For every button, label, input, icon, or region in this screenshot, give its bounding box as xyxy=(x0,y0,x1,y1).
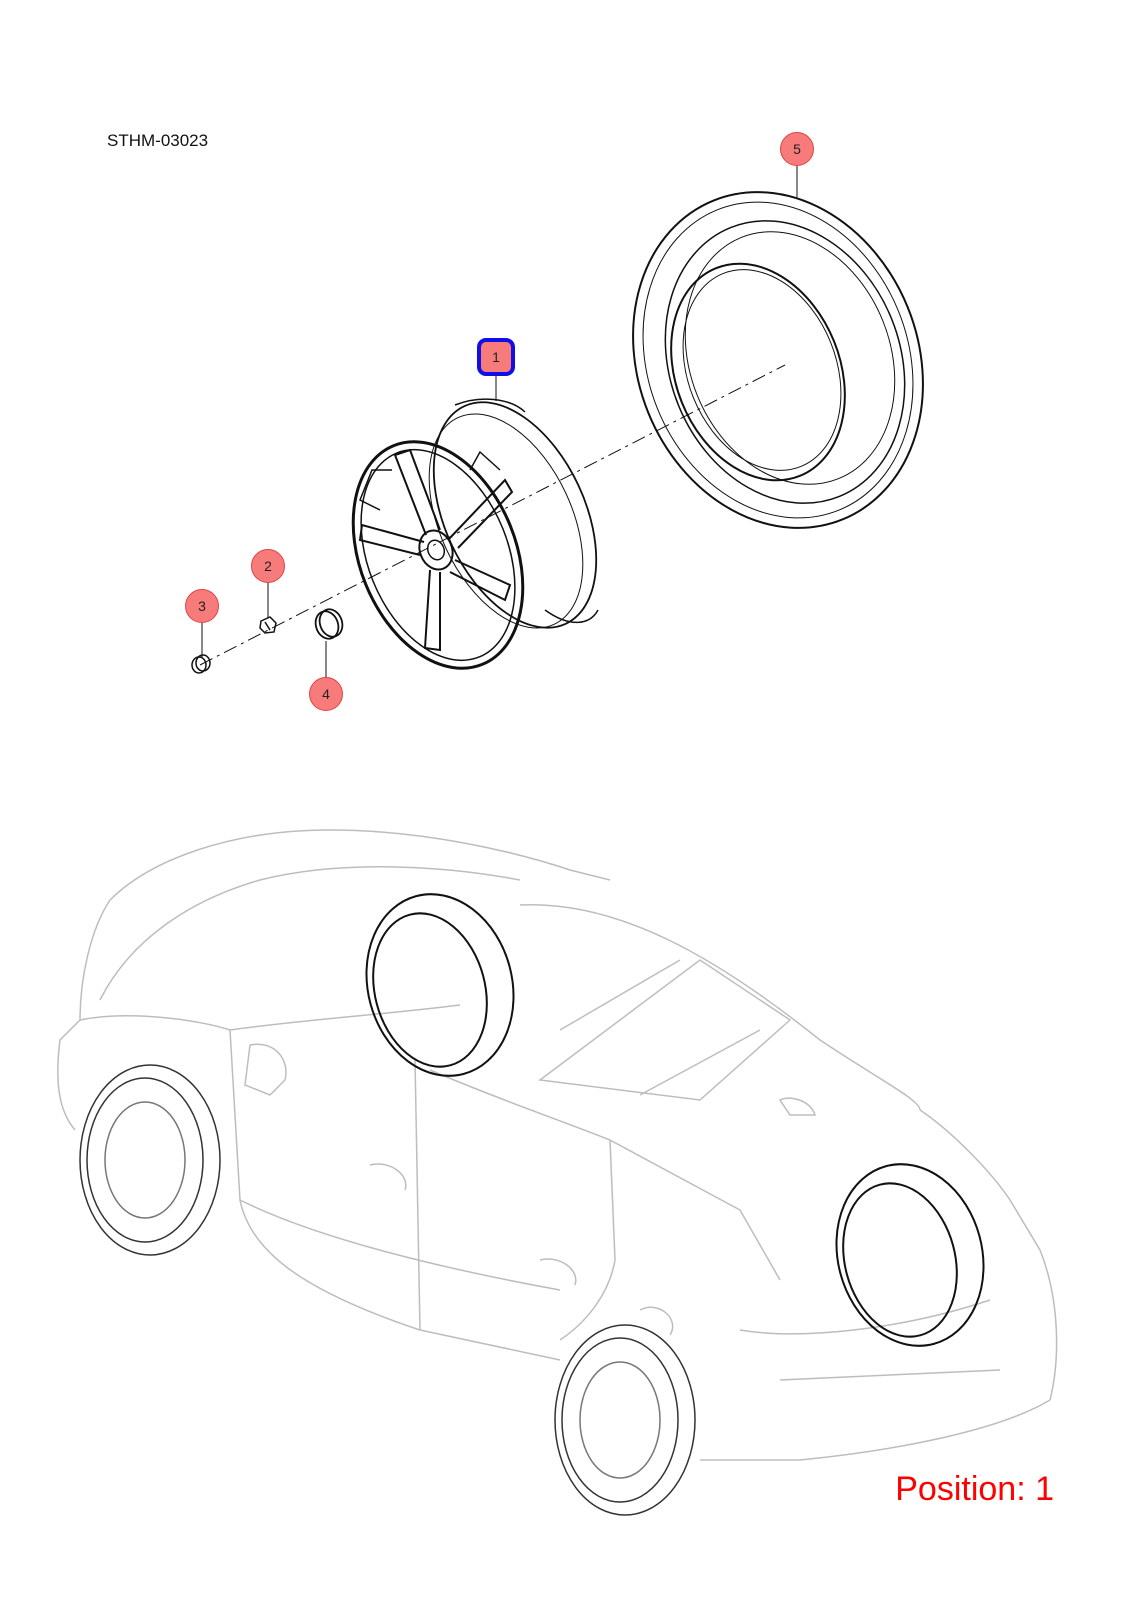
tire[interactable] xyxy=(584,148,972,572)
valve[interactable] xyxy=(259,616,277,634)
callout-2[interactable]: 2 xyxy=(251,549,285,583)
vehicle-front-wheels xyxy=(79,1064,696,1516)
center-cap[interactable] xyxy=(312,606,346,642)
vehicle-outline xyxy=(57,829,1058,1461)
leader-lines xyxy=(201,166,798,677)
callout-5[interactable]: 5 xyxy=(780,132,814,166)
callout-3[interactable]: 3 xyxy=(185,589,219,623)
vehicle-wheel-highlight xyxy=(365,893,985,1347)
axis-line xyxy=(199,364,786,666)
callout-1[interactable]: 1 xyxy=(477,338,515,376)
position-label: Position: 1 xyxy=(895,1470,1054,1508)
callout-4[interactable]: 4 xyxy=(309,677,343,711)
lug-bolt[interactable] xyxy=(191,654,211,674)
wheel-rim[interactable] xyxy=(321,377,629,694)
diagram-code: STHM-03023 xyxy=(107,131,209,150)
